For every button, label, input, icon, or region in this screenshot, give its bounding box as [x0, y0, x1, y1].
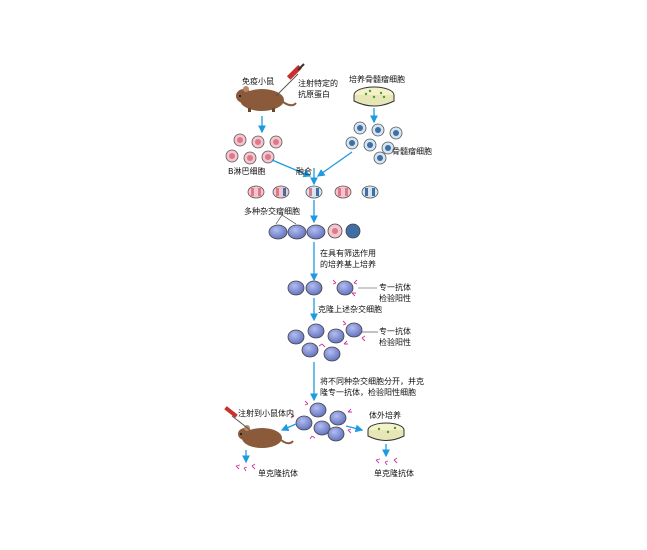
hybridoma-cell	[287, 280, 305, 296]
antibody-icon	[318, 320, 366, 348]
hybridoma-row	[268, 223, 361, 240]
myeloma-cell	[389, 126, 403, 140]
hybridoma-cell	[309, 402, 327, 418]
clone-hybridomas-label: 克隆上述杂交细胞	[318, 305, 382, 314]
immunized-mouse-label: 免疫小鼠	[242, 77, 274, 86]
multiple-hybridomas-label: 多种杂交瘤细胞	[244, 207, 300, 216]
inject-into-mouse-label: 注射到小鼠体内	[238, 409, 294, 418]
hybridoma-cell	[336, 280, 354, 296]
fused-cell-pair	[361, 185, 379, 199]
myeloma-cell	[345, 136, 359, 150]
fused-cell-pair	[305, 185, 323, 199]
culture-myeloma-label: 培养骨髓瘤细胞	[349, 75, 405, 84]
specific-antibody-positive-label-1: 专一抗体 检验阳性	[379, 283, 411, 303]
syringe-icon-bottom	[224, 406, 251, 431]
hybridoma-cell	[287, 224, 307, 240]
hybridoma-cell	[305, 280, 323, 296]
b-lymphocyte-cell	[251, 135, 265, 149]
myeloma-cell	[381, 141, 395, 155]
fused-cell-pair	[272, 185, 290, 199]
in-vitro-culture-label: 体外培养	[369, 411, 401, 420]
myeloma-cell	[373, 151, 387, 165]
hybridoma-cell	[306, 224, 326, 240]
hybridoma-cell	[301, 342, 319, 358]
hybridoma-cell	[295, 415, 313, 431]
myeloma-cells-label: 骨髓瘤细胞	[392, 147, 432, 156]
b-lymphocyte-cluster	[225, 133, 283, 165]
b-lymphocyte-cell	[243, 151, 257, 165]
hybridoma-cell	[268, 224, 288, 240]
separate-clone-label: 将不同种杂交细胞分开，并克 隆专一抗体，检验阳性细胞	[320, 377, 424, 397]
culture-dish-icon-bottom	[367, 422, 405, 441]
selective-medium-label: 在具有筛选作用 的培养基上培养	[320, 249, 376, 269]
hybridoma-cell	[287, 329, 305, 345]
myeloma-cell	[363, 138, 377, 152]
antibody-icon	[290, 400, 352, 440]
b-lymphocyte-cell	[233, 133, 247, 147]
hybridoma-cell	[307, 323, 325, 339]
b-lymphocyte-cell	[225, 149, 239, 163]
fusion-label: 融合	[296, 167, 312, 176]
b-lymphocyte-cell	[261, 150, 275, 164]
fused-cell-row	[247, 185, 379, 199]
myeloma-cell	[371, 123, 385, 137]
inject-antigen-label: 注射特定的 抗原蛋白	[298, 79, 338, 99]
antibody-icon-left	[235, 463, 256, 472]
myeloma-cell	[353, 121, 367, 135]
fused-cell-pair	[334, 185, 352, 199]
specific-antibody-positive-label-2: 专一抗体 检验阳性	[379, 327, 411, 347]
b-lymphocytes-label: B淋巴细胞	[228, 167, 266, 176]
b-lymphocyte-cell	[269, 135, 283, 149]
hybridoma-cell	[323, 346, 341, 362]
hybridoma-cell	[327, 223, 343, 239]
hybridoma-cell	[313, 420, 331, 436]
culture-dish-icon-top	[353, 86, 395, 107]
selected-hybridoma-group	[287, 279, 358, 297]
positive-hybridoma-cluster	[290, 400, 352, 442]
myeloma-cell-cluster	[345, 121, 403, 165]
hybridoma-cell	[329, 410, 347, 426]
cloned-hybridoma-cluster	[287, 320, 366, 362]
monoclonal-antibody-label-right: 单克隆抗体	[374, 469, 414, 478]
hybridoma-cell	[345, 322, 363, 338]
monoclonal-antibody-label-left: 单克隆抗体	[258, 469, 298, 478]
immunized-mouse-icon	[236, 86, 297, 112]
hybridoma-cell	[327, 328, 345, 344]
hybridoma-cell	[327, 426, 345, 442]
hybridoma-cell	[345, 223, 361, 239]
antibody-icon	[332, 279, 358, 297]
antibody-icon-right	[375, 457, 398, 466]
syringe-icon-top	[275, 63, 305, 97]
fused-cell-pair	[247, 185, 265, 199]
